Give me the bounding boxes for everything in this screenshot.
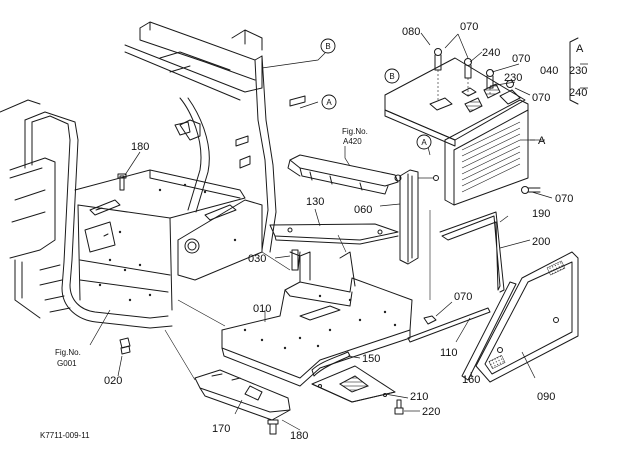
vent-louvers xyxy=(461,121,521,193)
part-label-010: 010 xyxy=(253,303,271,315)
callout-label: B xyxy=(325,42,330,51)
part-label-160: 160 xyxy=(462,374,480,386)
part-label-110: 110 xyxy=(440,347,458,359)
part-label-040: 040 xyxy=(540,65,558,77)
part-label-060: 060 xyxy=(354,204,372,216)
callout-A-right: A xyxy=(416,134,432,150)
callout-label-A: A xyxy=(576,43,584,55)
part-label-240: 240 xyxy=(482,47,500,59)
part-label-180: 180 xyxy=(131,141,149,153)
upper-bracket-assembly xyxy=(287,146,402,195)
plate-170 xyxy=(194,369,291,421)
strip-110 xyxy=(407,307,491,343)
part-label-070: 070 xyxy=(512,53,530,65)
window-panel-090 xyxy=(475,251,579,383)
part-label-180: 180 xyxy=(290,430,308,442)
part-label-150: 150 xyxy=(362,353,380,365)
part-labels: 080 070 240 070 230 070 A 070 A 040 230 … xyxy=(40,21,587,442)
callout-label: B xyxy=(389,72,394,81)
cab-frame-assembly xyxy=(0,21,329,329)
fig-ref-g001-line1: Fig.No. xyxy=(55,348,81,357)
fig-ref-g001-line2: G001 xyxy=(57,359,77,368)
bolt-020 xyxy=(119,337,131,355)
bolt-220 xyxy=(394,399,420,415)
fig-ref-a420-line1: Fig.No. xyxy=(342,127,368,136)
part-label-210: 210 xyxy=(410,391,428,403)
leader-lines xyxy=(89,101,545,431)
part-label-190: 190 xyxy=(532,208,550,220)
callout-A-mid: A xyxy=(321,94,337,110)
part-label-070: 070 xyxy=(454,291,472,303)
part-label-170: 170 xyxy=(212,423,230,435)
part-label-070: 070 xyxy=(532,92,550,104)
part-label-090: 090 xyxy=(537,391,555,403)
part-label-240: 240 xyxy=(569,87,587,99)
fig-ref-a420-line2: A420 xyxy=(343,137,362,146)
floor-panel-010 xyxy=(221,249,453,387)
part-label-030: 030 xyxy=(248,253,266,265)
callout-B-top: B xyxy=(320,38,336,54)
part-label-230: 230 xyxy=(569,65,587,77)
part-label-230: 230 xyxy=(504,72,522,84)
part-label-080: 080 xyxy=(402,26,420,38)
rear-panel-assembly xyxy=(384,32,588,206)
part-label-020: 020 xyxy=(104,375,122,387)
cover-210 xyxy=(311,365,396,403)
callout-label: A xyxy=(326,98,332,107)
bolt-180-lower xyxy=(267,419,279,435)
frame-160 xyxy=(461,281,517,381)
plate-130 xyxy=(269,223,399,245)
drawing-code: K7711-009-11 xyxy=(40,431,90,440)
part-label-070: 070 xyxy=(555,193,573,205)
callout-label: A xyxy=(421,138,427,147)
callout-label-A: A xyxy=(538,135,546,147)
part-label-130: 130 xyxy=(306,196,324,208)
side-post-060 xyxy=(399,169,439,265)
part-label-200: 200 xyxy=(532,236,550,248)
callout-B-right: B xyxy=(384,68,400,84)
seal-190-200 xyxy=(439,211,505,293)
part-label-070: 070 xyxy=(460,21,478,33)
part-label-220: 220 xyxy=(422,406,440,418)
